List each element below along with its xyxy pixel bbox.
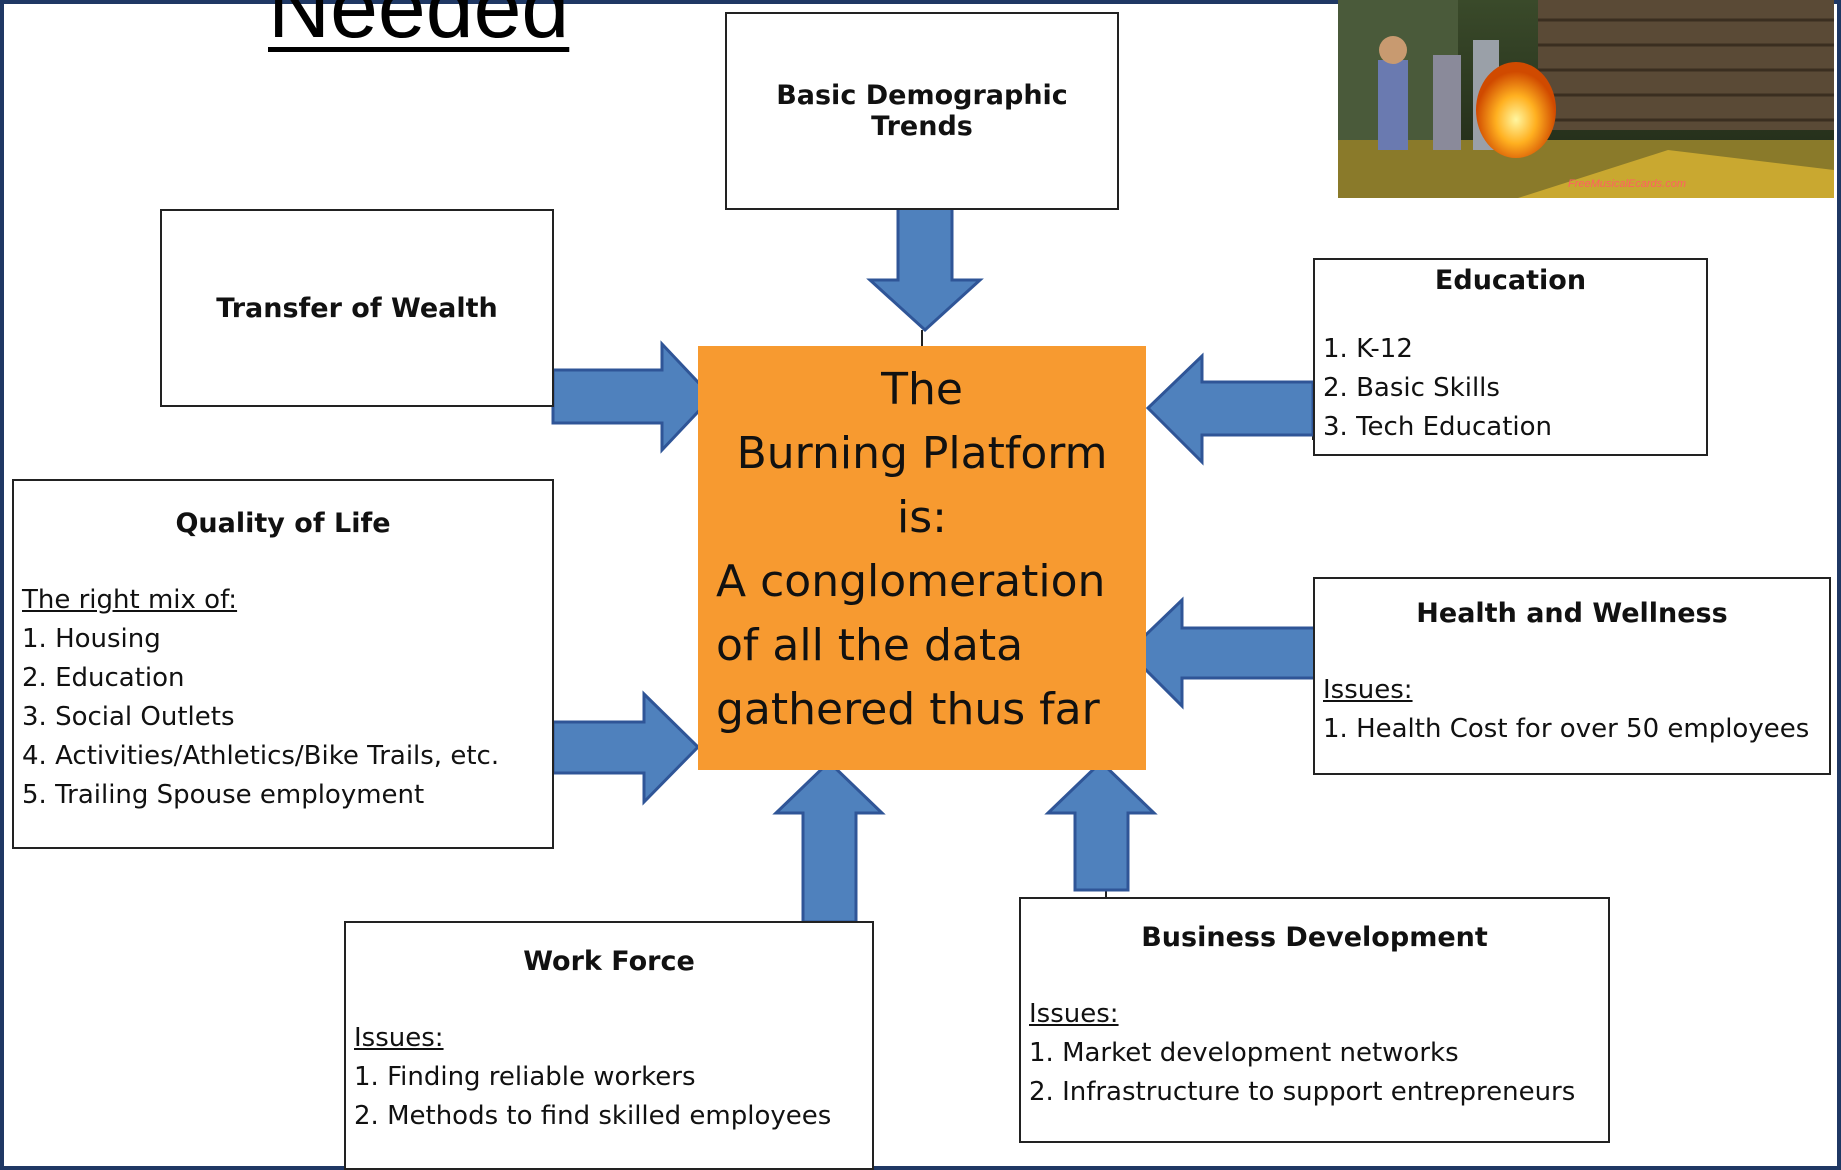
center-line: of all the data [716, 620, 1024, 671]
center-line: The [881, 364, 963, 415]
list-item: 1. K-12 [1323, 334, 1413, 364]
list-subtitle: Issues: [354, 1023, 444, 1053]
list-item: 2. Basic Skills [1323, 373, 1500, 403]
center-line: gathered thus far [716, 684, 1100, 735]
box-workforce: Work Force Issues: 1. Finding reliable w… [344, 921, 874, 1170]
list-subtitle: Issues: [1323, 675, 1413, 705]
list-item: 2. Methods to find skilled employees [354, 1101, 832, 1131]
photo-watermark: FreeMusicalEcards.com [1568, 178, 1686, 190]
arrow-right-wealth [551, 340, 715, 454]
box-title: Health and Wellness [1416, 598, 1728, 629]
arrow-down-demographic [866, 198, 984, 333]
list-subtitle: Issues: [1029, 999, 1119, 1029]
box-education: Education 1. K-12 2. Basic Skills 3. Tec… [1313, 258, 1708, 456]
arrow-up-workforce [772, 759, 886, 924]
center-line: A conglomeration [716, 556, 1106, 607]
list-subtitle: The right mix of: [22, 585, 238, 615]
box-health: Health and Wellness Issues: 1. Health Co… [1313, 577, 1831, 775]
arrow-right-quality [551, 690, 701, 806]
center-line: is: [897, 492, 947, 543]
box-title: Quality of Life [175, 508, 391, 539]
list-item: 2. Infrastructure to support entrepreneu… [1029, 1077, 1576, 1107]
slide-title: Needed [268, 0, 570, 56]
list-item: 4. Activities/Athletics/Bike Trails, etc… [22, 741, 500, 771]
scene-photo-graphic: FreeMusicalEcards.com [1338, 0, 1834, 198]
list-item: 3. Tech Education [1323, 412, 1553, 442]
box-demographic: Basic Demographic Trends [725, 12, 1119, 210]
center-line: Burning Platform [736, 428, 1108, 479]
box-title: Basic Demographic Trends [776, 80, 1068, 142]
arrow-left-health [1125, 596, 1325, 710]
box-title: Work Force [523, 946, 695, 977]
list-item: 1. Health Cost for over 50 employees [1323, 714, 1810, 744]
box-title: Transfer of Wealth [216, 292, 498, 324]
arrow-up-business [1044, 759, 1158, 892]
list-item: 2. Education [22, 663, 185, 693]
list-item: 5. Trailing Spouse employment [22, 780, 425, 810]
box-title: Business Development [1141, 922, 1488, 953]
list-item: 1. Market development networks [1029, 1038, 1459, 1068]
box-wealth: Transfer of Wealth [160, 209, 554, 407]
box-title: Education [1434, 265, 1587, 296]
box-quality: Quality of Life The right mix of: 1. Hou… [12, 479, 554, 849]
scene-photo: FreeMusicalEcards.com [1338, 0, 1834, 198]
burning-platform-box: The Burning Platform is: A conglomeratio… [698, 346, 1146, 770]
arrow-left-education [1145, 352, 1315, 466]
list-item: 3. Social Outlets [22, 702, 235, 732]
list-item: 1. Finding reliable workers [354, 1062, 696, 1092]
box-business: Business Development Issues: 1. Market d… [1019, 897, 1610, 1143]
list-item: 1. Housing [22, 624, 161, 654]
